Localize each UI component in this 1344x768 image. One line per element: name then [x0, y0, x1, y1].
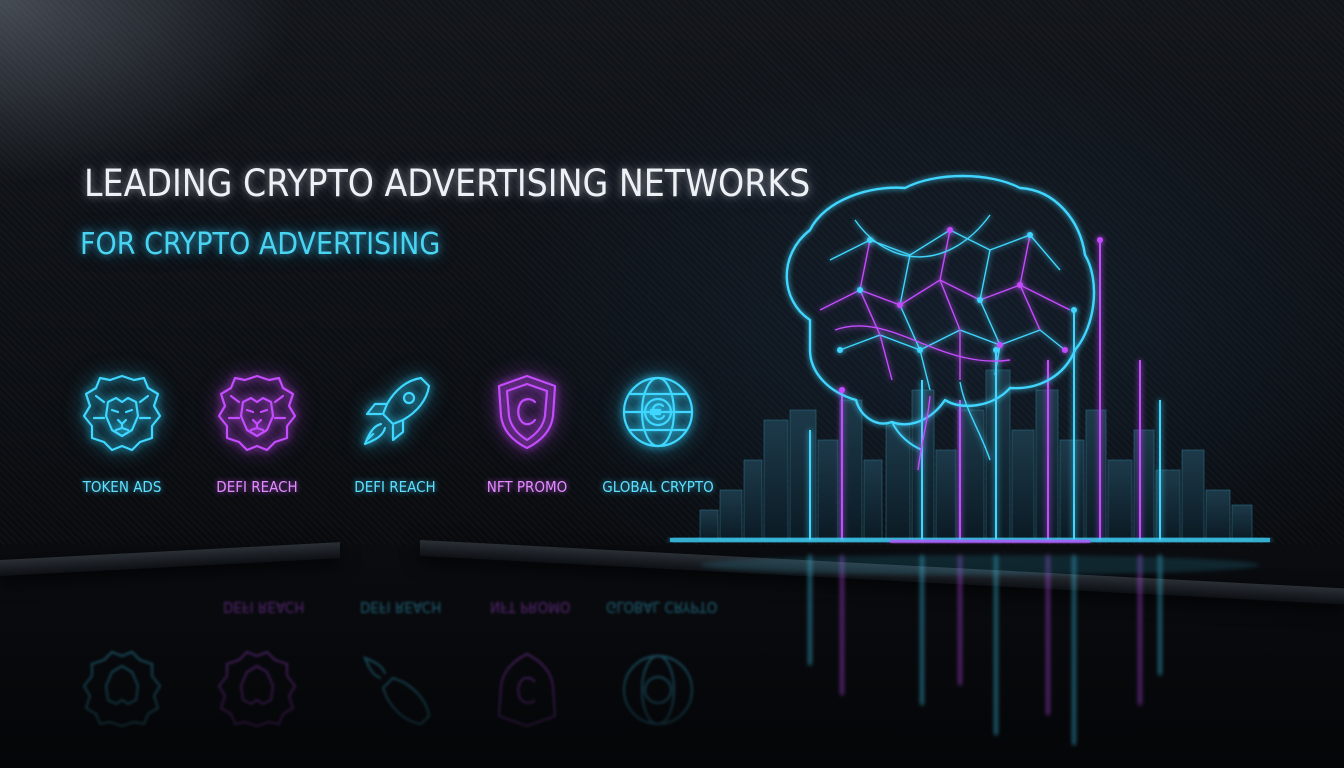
- lion-head-icon: [82, 374, 162, 452]
- feature-token-ads: TOKEN ADS: [52, 372, 192, 502]
- feature-defi-reach-rocket: DEFI REACH: [325, 372, 465, 502]
- feature-global-crypto: GLOBAL CRYPTO: [588, 372, 728, 502]
- reflection-label: DEFI REACH: [223, 598, 305, 616]
- reflection-label: NFT PROMO: [490, 598, 571, 616]
- feature-label: GLOBAL CRYPTO: [602, 478, 714, 496]
- rocket-icon: [363, 376, 431, 446]
- page-title: LEADING CRYPTO ADVERTISING NETWORKS: [84, 162, 811, 205]
- lion-head-icon: [82, 650, 162, 728]
- shield-c-icon: [497, 652, 557, 728]
- shield-c-icon: [497, 374, 557, 450]
- data-beams: [809, 240, 1161, 540]
- feature-defi-reach: DEFI REACH: [187, 372, 327, 502]
- globe-icon: [622, 376, 694, 448]
- reflection-label: DEFI REACH: [360, 598, 442, 616]
- brain-outline: [785, 174, 1096, 451]
- lion-head-icon: [217, 650, 297, 728]
- page-subtitle: FOR CRYPTO ADVERTISING: [80, 227, 441, 262]
- city-reflection: [700, 555, 1260, 745]
- city-skyline: [699, 369, 1253, 541]
- feature-label: NFT PROMO: [486, 478, 568, 496]
- neon-brain-city-illustration: [670, 174, 1270, 543]
- feature-label: DEFI REACH: [354, 478, 436, 496]
- rocket-icon: [363, 656, 431, 726]
- feature-label: TOKEN ADS: [82, 478, 162, 496]
- lion-head-icon: [217, 374, 297, 452]
- feature-label: DEFI REACH: [216, 478, 298, 496]
- feature-reflection: DEFI REACH DEFI REACH NFT PROMO GLOBAL C…: [0, 590, 1344, 768]
- feature-nft-promo: NFT PROMO: [457, 372, 597, 502]
- globe-icon: [622, 654, 694, 726]
- brain-nodes: [837, 227, 1103, 393]
